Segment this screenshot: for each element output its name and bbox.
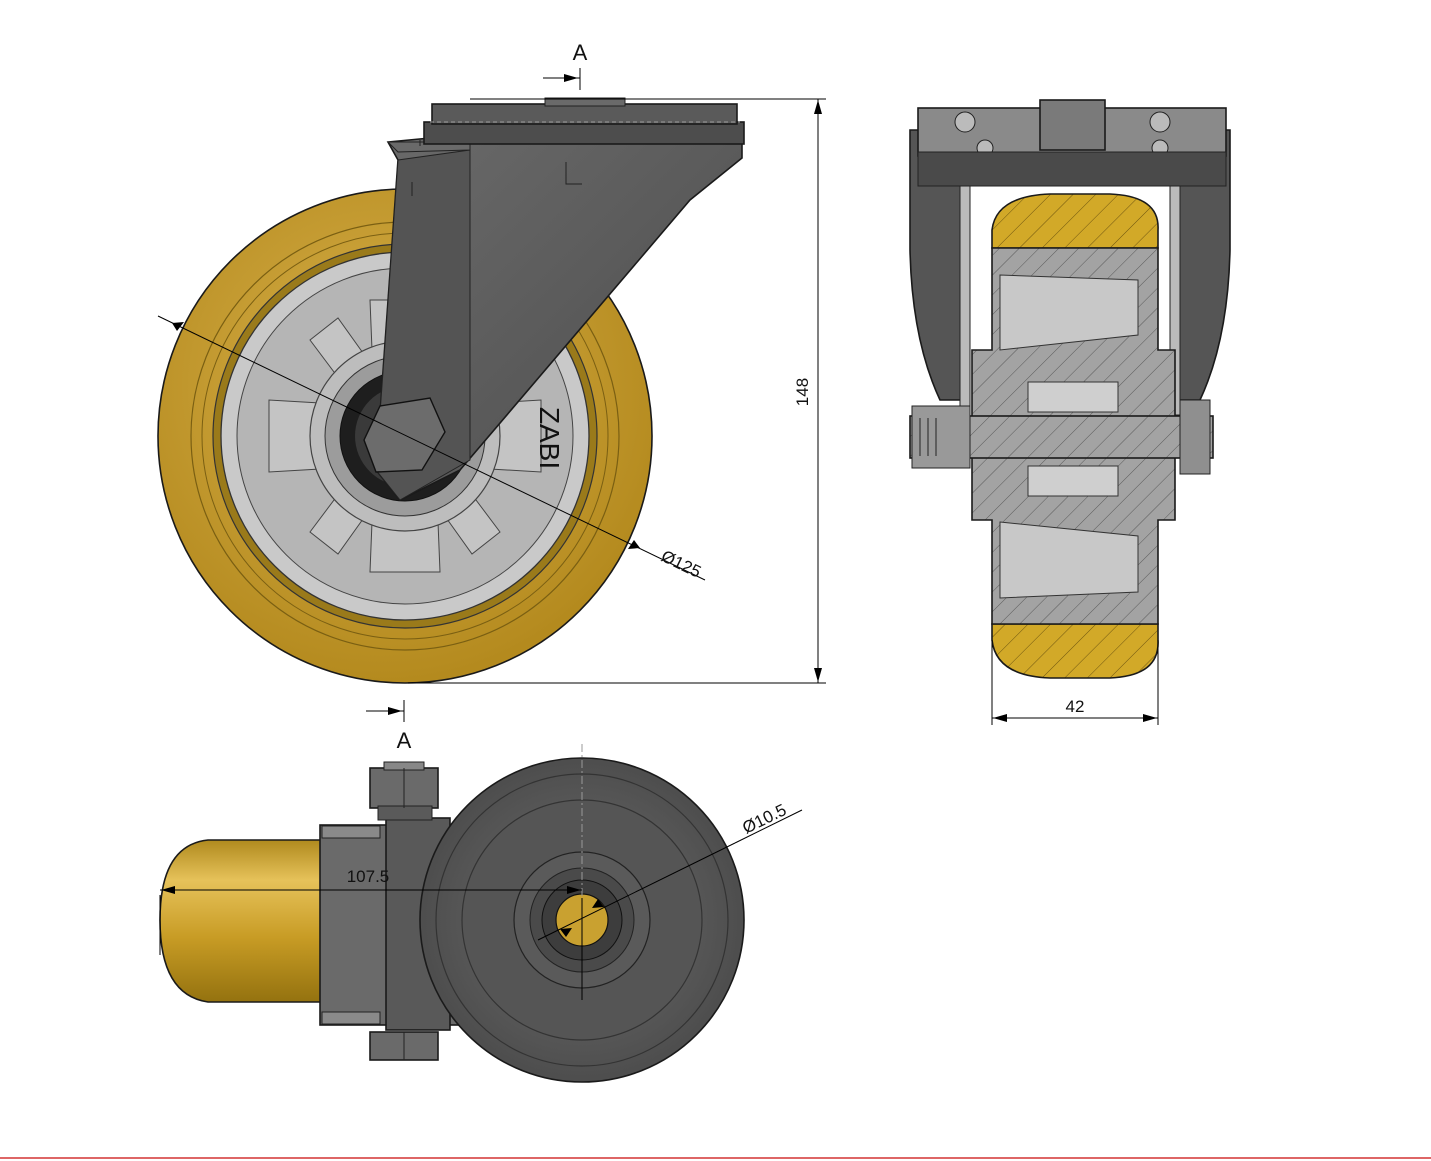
- section-marker-bottom: A: [366, 700, 412, 753]
- section-label-bottom: A: [397, 728, 412, 753]
- brand-text: ZABI: [534, 407, 565, 469]
- section-marker-top: A: [543, 40, 588, 90]
- offset-dimension: 107.5: [159, 867, 583, 1000]
- bolt-hole-label: Ø10.5: [739, 800, 789, 837]
- height-dimension: 148: [408, 98, 826, 684]
- top-plate: [423, 121, 745, 145]
- tread-section-bottom: [991, 623, 1159, 679]
- wheel-diameter-label: Ø125: [658, 546, 704, 581]
- offset-label: 107.5: [347, 867, 390, 886]
- width-label: 42: [1066, 697, 1085, 716]
- section-view: [909, 99, 1231, 679]
- front-view: ZABI: [157, 97, 745, 684]
- section-label-top: A: [573, 40, 588, 65]
- height-label: 148: [793, 378, 812, 406]
- top-view: [159, 744, 745, 1083]
- tread-section-top: [991, 193, 1159, 249]
- fork-leg-left: [909, 129, 969, 401]
- width-dimension: 42: [991, 640, 1159, 725]
